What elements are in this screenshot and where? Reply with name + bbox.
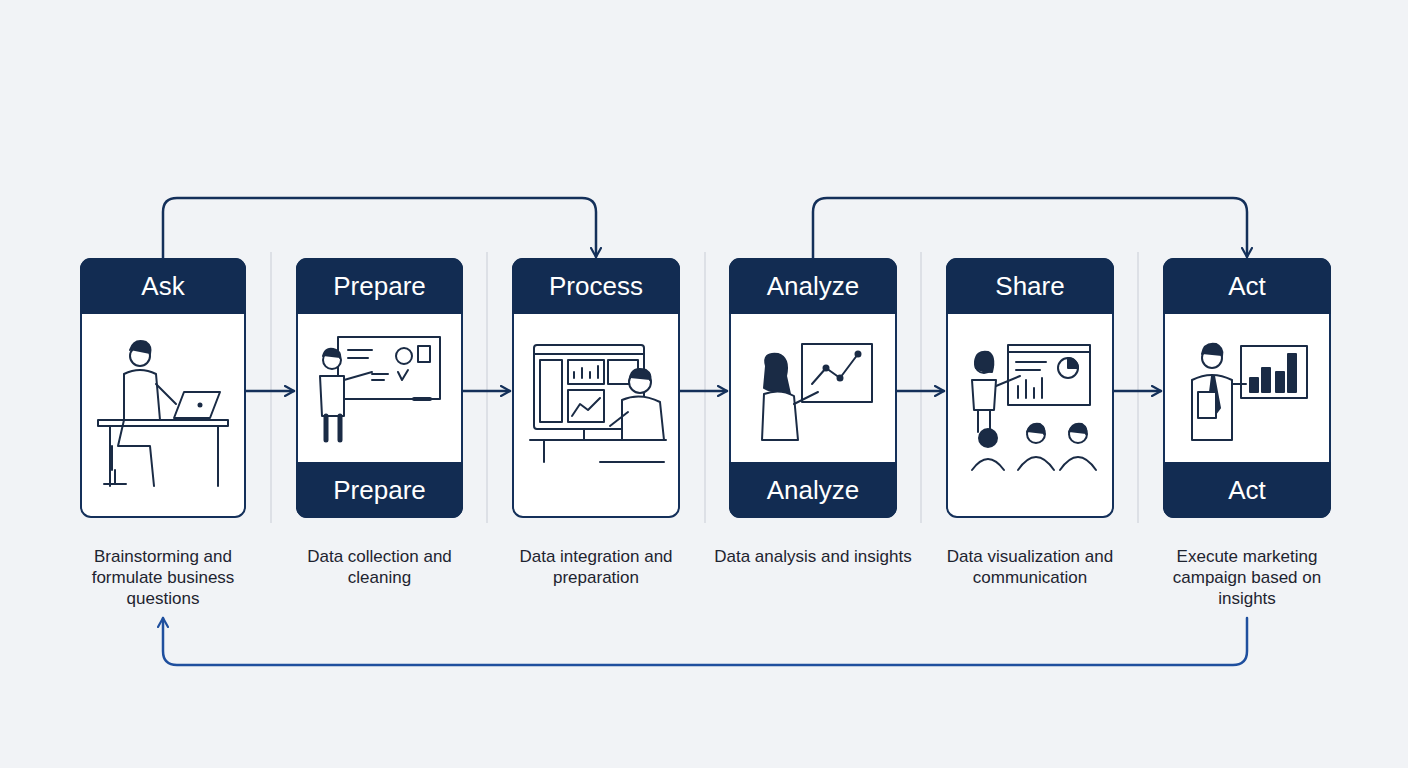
phase-header: Act <box>1163 258 1331 314</box>
flow-arrow <box>246 390 294 393</box>
phase-description: Execute marketing campaign based on insi… <box>1145 546 1349 609</box>
phase-header: Process <box>512 258 680 314</box>
phase-header: Analyze <box>729 258 897 314</box>
loop-arrow <box>163 618 1247 665</box>
phase-box: PreparePrepareData collection and cleani… <box>296 258 463 518</box>
phase-box: AnalyzeAnalyzeData analysis and insights <box>729 258 897 518</box>
phase-header: Ask <box>80 258 246 314</box>
phase-description: Data analysis and insights <box>711 546 915 567</box>
phase-footer: Prepare <box>296 462 463 518</box>
loop-arrow <box>813 198 1247 258</box>
flow-arrow <box>463 390 510 393</box>
phase-footer: Analyze <box>729 462 897 518</box>
flow-arrow <box>897 390 944 393</box>
flow-arrow <box>1114 390 1161 393</box>
phase-box: AskBrainstorming and formulate business … <box>80 258 246 518</box>
phase-description: Data collection and cleaning <box>278 546 481 588</box>
phase-description: Data visualization and communication <box>928 546 1132 588</box>
phase-description: Data integration and preparation <box>494 546 698 588</box>
phase-description: Brainstorming and formulate business que… <box>62 546 264 609</box>
phase-box: ShareData visualization and communicatio… <box>946 258 1114 518</box>
phase-box: ProcessData integration and preparation <box>512 258 680 518</box>
phase-header: Share <box>946 258 1114 314</box>
flow-arrow <box>680 390 727 393</box>
phase-box: ActActExecute marketing campaign based o… <box>1163 258 1331 518</box>
loop-arrow <box>163 198 596 258</box>
phase-footer: Act <box>1163 462 1331 518</box>
phase-header: Prepare <box>296 258 463 314</box>
